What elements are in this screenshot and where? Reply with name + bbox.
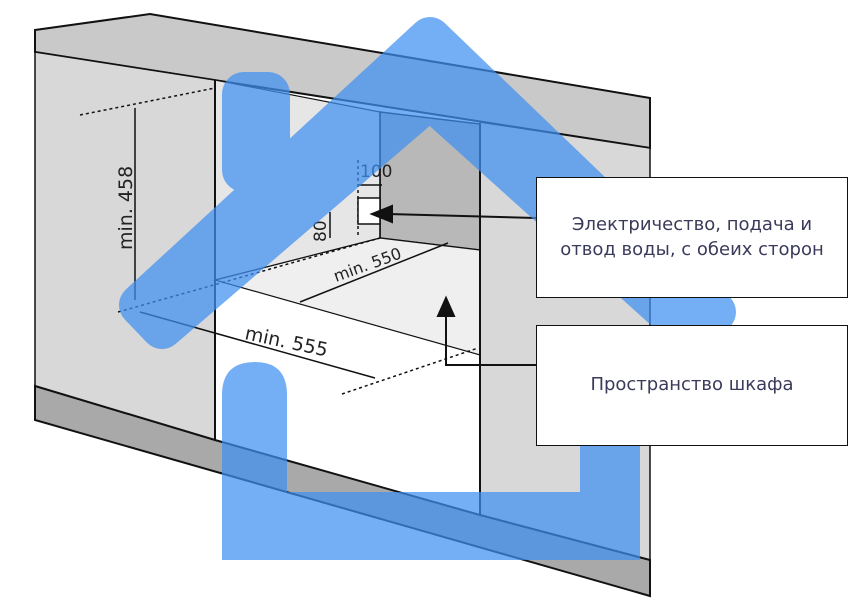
- leader-arrows: [369, 204, 537, 366]
- callout-utilities-text: Электричество, подача и отвод воды, с об…: [560, 214, 824, 260]
- callout-utilities: Электричество, подача и отвод воды, с об…: [536, 177, 848, 298]
- cabinet-leader: [445, 315, 536, 366]
- depth-arrow: [299, 242, 449, 303]
- outlet-box: [357, 197, 381, 225]
- utilities-leader: [387, 213, 537, 219]
- callout-cabinet-space: Пространство шкафа: [536, 325, 848, 446]
- cabinet-arrowhead: [436, 295, 456, 317]
- height-label: min. 458: [115, 166, 137, 250]
- width-guide-bottom: [341, 347, 479, 395]
- home-icon-chimney: [222, 72, 290, 192]
- utilities-arrowhead: [369, 204, 393, 224]
- width-label: min. 555: [243, 322, 330, 361]
- callout-cabinet-space-text: Пространство шкафа: [590, 374, 794, 396]
- home-icon-base: [222, 355, 640, 560]
- height-guide-top: [79, 87, 216, 116]
- outlet-height-label: 80: [311, 220, 331, 242]
